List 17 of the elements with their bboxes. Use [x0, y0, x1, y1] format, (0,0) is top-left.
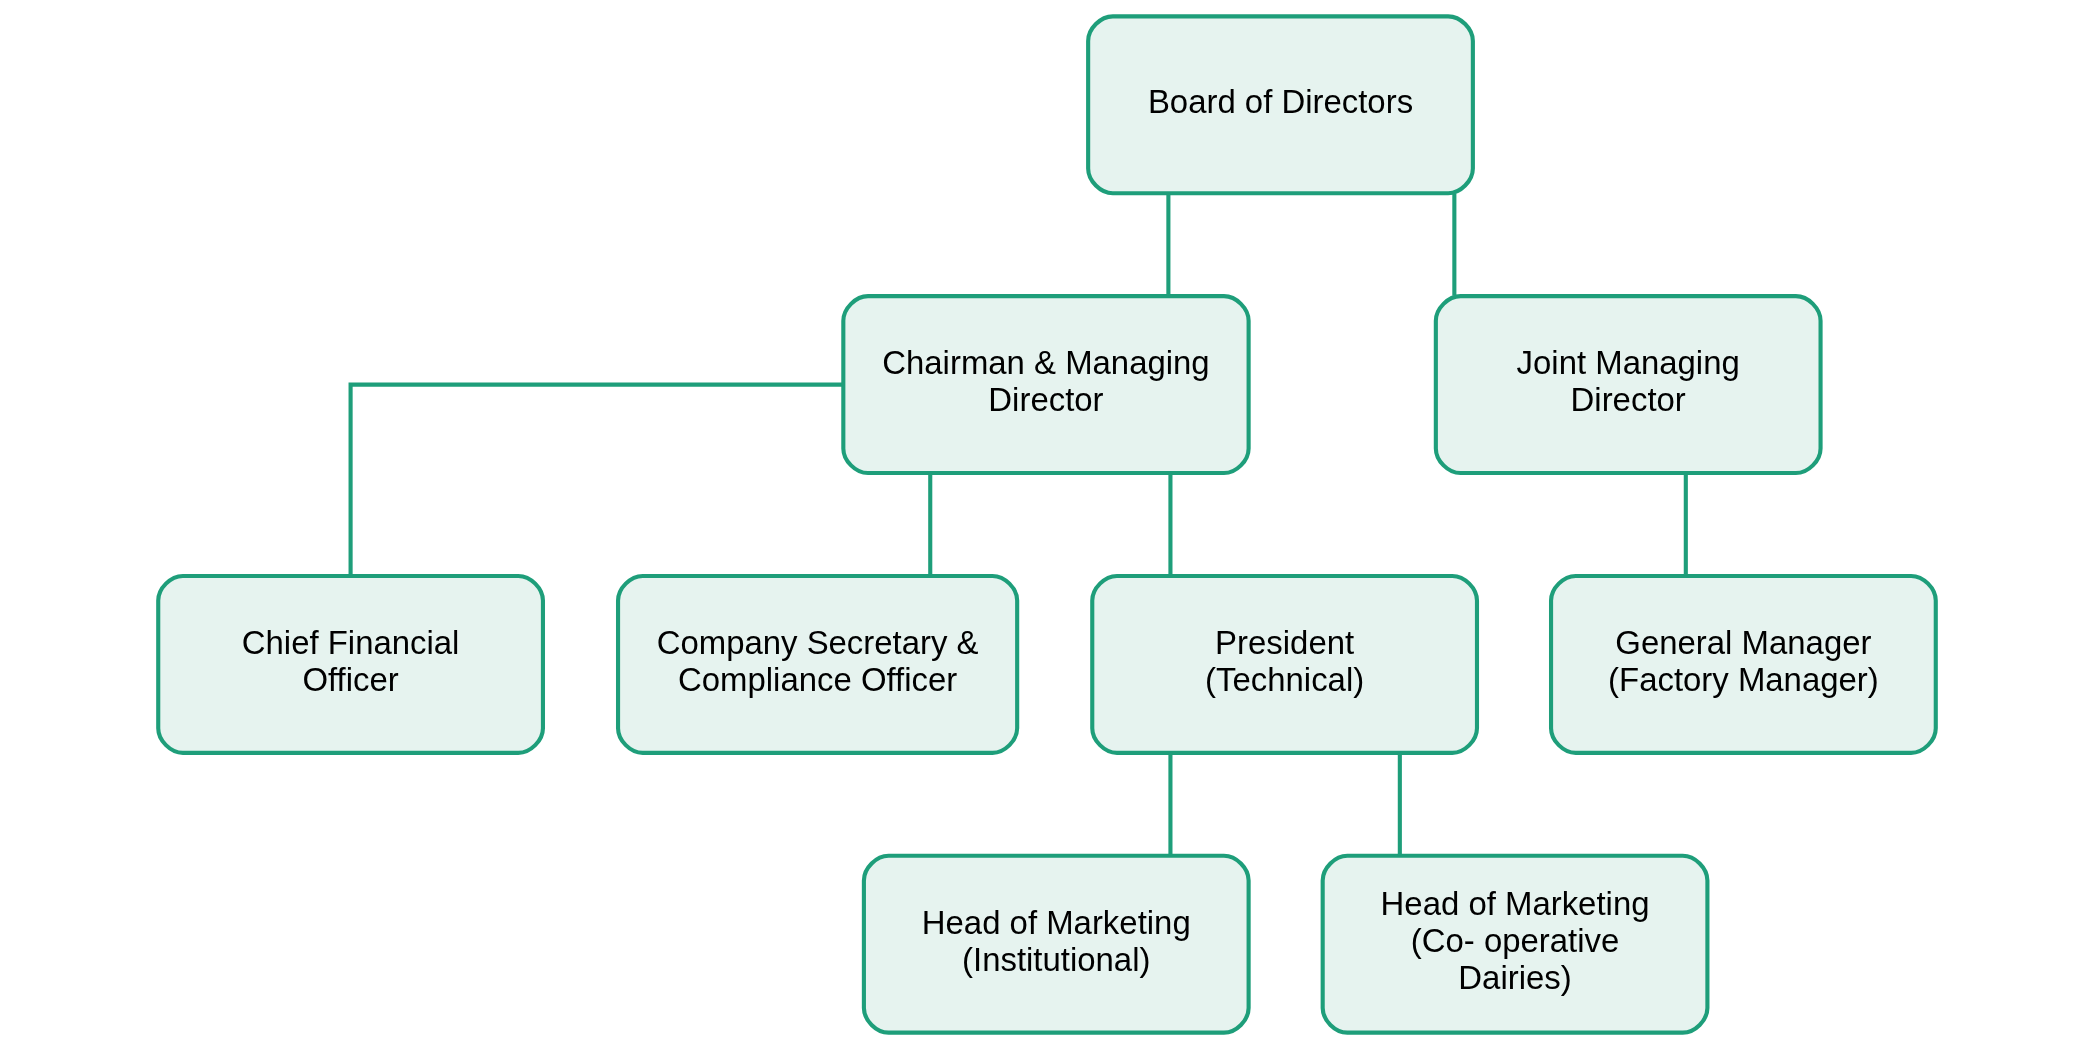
node-box: Head of Marketing (Institutional) [861, 853, 1251, 1035]
node-box: Chairman & Managing Director [840, 294, 1251, 476]
connector [348, 382, 843, 576]
connector [1167, 473, 1172, 576]
node-box: Company Secretary & Compliance Officer [615, 573, 1019, 755]
node-box: President (Technical) [1089, 573, 1479, 755]
node-box: General Manager (Factory Manager) [1548, 573, 1938, 755]
connector [1683, 473, 1688, 576]
connector [1451, 193, 1456, 296]
connector [1165, 193, 1170, 296]
connector [1397, 752, 1402, 856]
node-box: Joint Managing Director [1433, 294, 1823, 476]
connector [1167, 752, 1172, 856]
node-box: Chief Financial Officer [155, 573, 545, 755]
node-box: Head of Marketing (Co- operative Dairies) [1320, 853, 1709, 1035]
connector [927, 473, 932, 576]
node-box: Board of Directors [1085, 14, 1475, 196]
